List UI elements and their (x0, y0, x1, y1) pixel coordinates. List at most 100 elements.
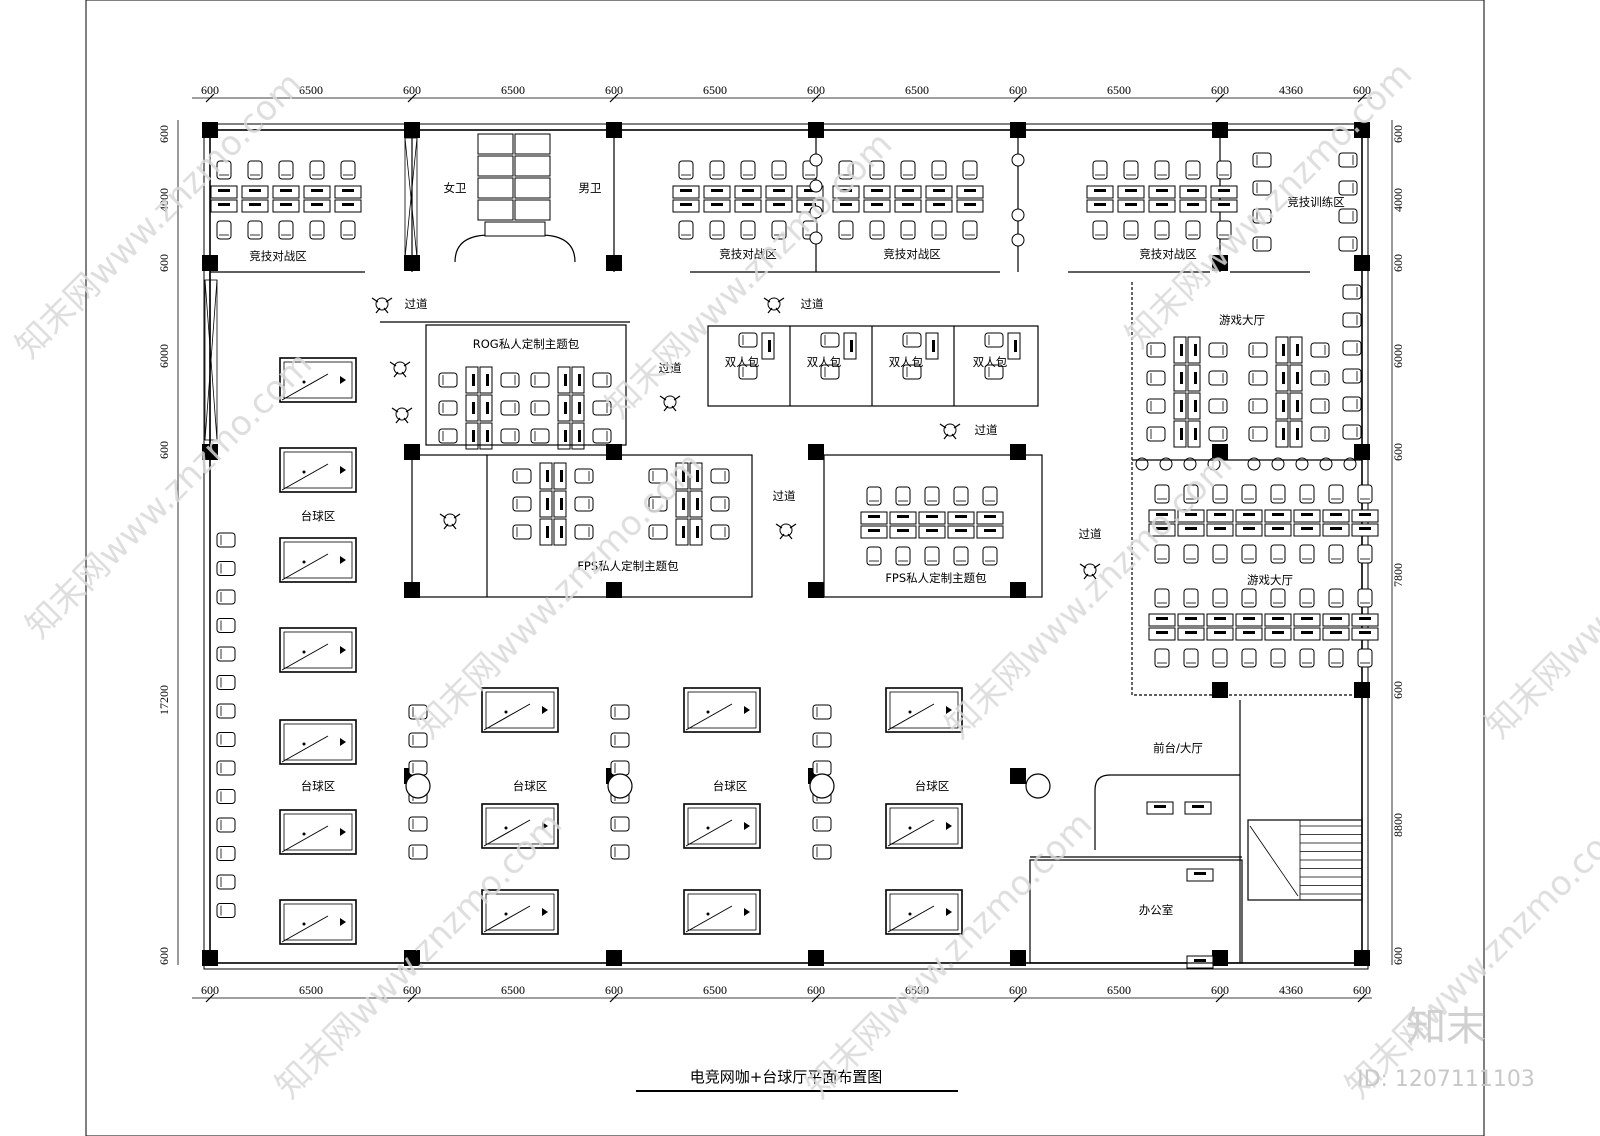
label-game-hall-2: 游戏大厅 (1247, 573, 1293, 587)
dim-left-label: 4000 (157, 188, 171, 212)
chair (1270, 588, 1286, 608)
computer-desk (703, 199, 731, 213)
chair (500, 372, 520, 388)
office-desk (1184, 801, 1212, 815)
chair (512, 468, 532, 484)
chair (1299, 648, 1315, 668)
computer-desk (1322, 523, 1350, 537)
computer-desk (272, 199, 300, 213)
chair (1270, 648, 1286, 668)
bar-chair (216, 703, 236, 719)
chair (1328, 648, 1344, 668)
computer-desk (925, 185, 953, 199)
chair (1248, 342, 1268, 358)
chair (1270, 544, 1286, 564)
dim-bottom-label: 600 (201, 983, 219, 997)
bar-chair (216, 646, 236, 662)
chair (1208, 370, 1228, 386)
round-column-decor (809, 773, 835, 799)
computer-desk (860, 511, 888, 525)
round-column-decor (607, 773, 633, 799)
drawing-title: 电竞网咖+台球厅平面布置图 (690, 1068, 883, 1086)
chair (895, 486, 911, 506)
label-training-zone: 竞技训练区 (1287, 195, 1345, 209)
computer-desk (334, 185, 362, 199)
label-womens-toilet: 女卫 (444, 181, 467, 195)
billiard-table (683, 803, 761, 849)
chair (1183, 544, 1199, 564)
computer-desk (1235, 509, 1263, 523)
dim-top-label: 600 (605, 83, 623, 97)
computer-desk (1210, 199, 1238, 213)
chair (709, 220, 725, 240)
computer-desk (925, 199, 953, 213)
watermark-1: 知末网www.znzmo.com (8, 64, 310, 366)
chair (982, 486, 998, 506)
chair (1154, 648, 1170, 668)
dim-bottom-label: 600 (1009, 983, 1027, 997)
chair (1252, 152, 1272, 168)
computer-desk (553, 462, 567, 490)
computer-desk (1275, 392, 1289, 420)
bar-chair (216, 903, 236, 918)
chair (931, 160, 947, 180)
computer-desk (1264, 509, 1292, 523)
pillar-lattice (204, 137, 418, 441)
chair (592, 428, 612, 444)
chair (1342, 396, 1362, 412)
computer-desk (918, 525, 946, 539)
computer-desk (1179, 199, 1207, 213)
computer-desk (1206, 627, 1234, 641)
chair (278, 220, 294, 240)
chair (1154, 220, 1170, 240)
chair (953, 546, 969, 566)
computer-desk (1351, 523, 1379, 537)
dim-right-label: 4000 (1391, 188, 1405, 212)
computer-desk (1351, 509, 1379, 523)
dim-bottom-label: 6500 (703, 983, 727, 997)
computer-desk (539, 518, 553, 546)
round-column-decor (405, 773, 431, 799)
computer-desk (1007, 332, 1021, 360)
bar-chair (812, 732, 832, 748)
computer-desk (734, 185, 762, 199)
computer-desk (672, 185, 700, 199)
bar-chair (216, 675, 236, 690)
dimension-tick (1215, 993, 1225, 1003)
chair (1338, 208, 1358, 224)
computer-desk (675, 518, 689, 546)
structural-column (1010, 582, 1026, 598)
computer-desk (1173, 336, 1187, 364)
computer-desk (1210, 185, 1238, 199)
computer-desk (1235, 613, 1263, 627)
dim-left-label: 6000 (157, 344, 171, 368)
computer-desk (1177, 627, 1205, 641)
label-fps-room-1: FPS私人定制主题包 (577, 559, 679, 573)
computer-desk (557, 366, 571, 394)
chair (1123, 160, 1139, 180)
chair (1328, 544, 1344, 564)
chair (1241, 648, 1257, 668)
chair (309, 220, 325, 240)
chair (1310, 426, 1330, 442)
label-billiards-4: 台球区 (713, 779, 748, 793)
computer-desk (553, 518, 567, 546)
computer-desk (1322, 613, 1350, 627)
computer-desk (1322, 627, 1350, 641)
chair (1299, 588, 1315, 608)
chair (710, 496, 730, 512)
computer-desk (1275, 336, 1289, 364)
chair (1357, 484, 1373, 504)
computer-desk (1148, 199, 1176, 213)
computer-desk (1179, 185, 1207, 199)
dim-bottom-label: 6500 (905, 983, 929, 997)
computer-desk (334, 199, 362, 213)
dim-left-label: 17200 (157, 685, 171, 715)
chair (530, 372, 550, 388)
structural-column (202, 950, 218, 966)
chair (1154, 160, 1170, 180)
chair (820, 332, 840, 348)
structural-column (1354, 444, 1370, 460)
chair (1123, 220, 1139, 240)
